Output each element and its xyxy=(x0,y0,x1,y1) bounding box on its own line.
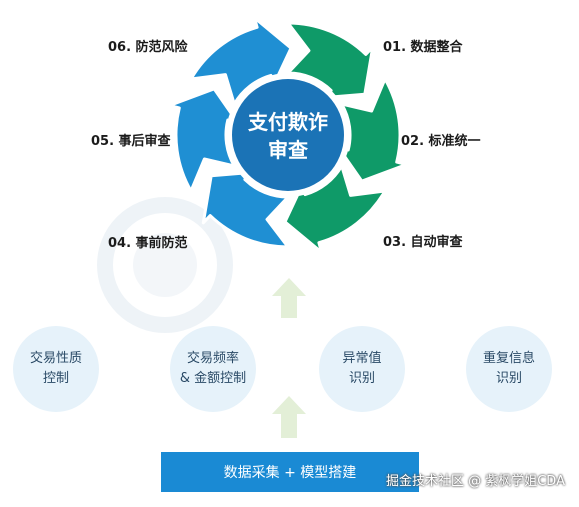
step-label-01: 01. 数据整合 xyxy=(383,40,463,55)
up-arrow-bottom xyxy=(272,396,306,438)
circle-1-line1: 交易性质 xyxy=(29,351,82,366)
circle-1-line2: 控制 xyxy=(42,371,69,386)
circle-duplicate-detection: 重复信息识别 xyxy=(466,326,552,412)
center-text-line1: 支付欺诈 xyxy=(248,110,328,134)
step-label-06: 06. 防范风险 xyxy=(108,40,188,55)
circle-2-line1: 交易频率 xyxy=(186,351,239,366)
watermark-text: 掘金技术社区 @ 紫枫学姐CDA xyxy=(385,474,565,489)
step-label-04: 04. 事前防范 xyxy=(108,236,188,251)
data-collection-bar: 数据采集 + 模型搭建 xyxy=(161,452,419,492)
circle-3-line2: 识别 xyxy=(348,371,375,386)
step-label-03: 03. 自动审查 xyxy=(383,235,463,250)
circle-frequency-amount: 交易频率 & 金额控制 xyxy=(170,326,256,412)
circle-transaction-nature: 交易性质控制 xyxy=(13,326,99,412)
up-arrow-top xyxy=(272,278,306,318)
circle-2-line2: & 金额控制 xyxy=(179,371,247,386)
circle-4-line1: 重复信息 xyxy=(482,351,535,366)
step-label-02: 02. 标准统一 xyxy=(401,134,481,149)
center-circle-inner xyxy=(232,79,344,191)
center-text-line2: 审查 xyxy=(268,138,308,162)
circle-3-line1: 异常值 xyxy=(342,351,382,366)
step-label-05: 05. 事后审查 xyxy=(91,134,171,149)
circle-outlier-detection: 异常值识别 xyxy=(319,326,405,412)
circle-4-line2: 识别 xyxy=(495,371,522,386)
